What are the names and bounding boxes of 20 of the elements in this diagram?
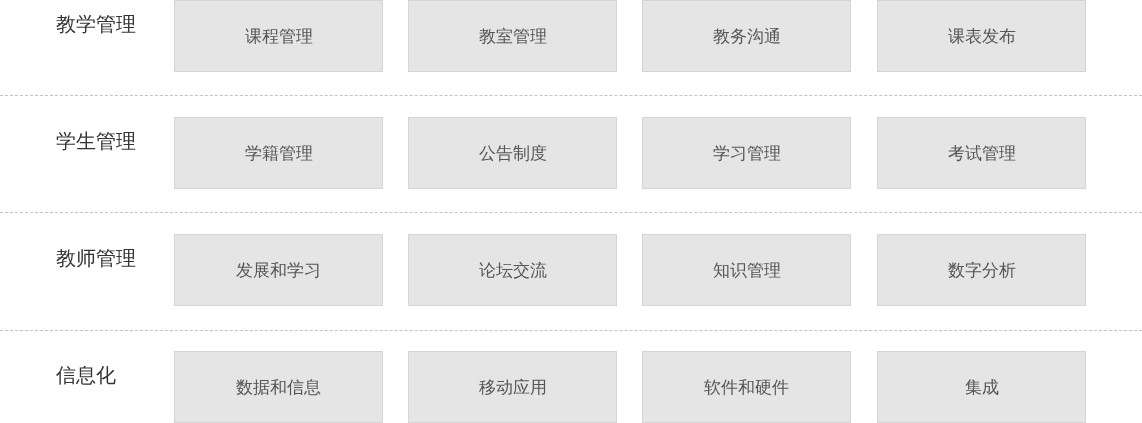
module-box: 论坛交流 bbox=[408, 234, 617, 306]
module-box: 发展和学习 bbox=[174, 234, 383, 306]
module-box: 公告制度 bbox=[408, 117, 617, 189]
module-box: 数字分析 bbox=[877, 234, 1086, 306]
row-heading: 信息化 bbox=[56, 363, 116, 387]
row-heading: 教学管理 bbox=[56, 12, 136, 36]
module-box: 软件和硬件 bbox=[642, 351, 851, 423]
module-box: 课程管理 bbox=[174, 0, 383, 72]
module-box: 考试管理 bbox=[877, 117, 1086, 189]
module-box: 学习管理 bbox=[642, 117, 851, 189]
module-box: 学籍管理 bbox=[174, 117, 383, 189]
module-box: 集成 bbox=[877, 351, 1086, 423]
module-box: 教室管理 bbox=[408, 0, 617, 72]
module-box: 课表发布 bbox=[877, 0, 1086, 72]
module-box: 教务沟通 bbox=[642, 0, 851, 72]
module-box: 知识管理 bbox=[642, 234, 851, 306]
row-heading: 学生管理 bbox=[56, 129, 136, 153]
module-box: 移动应用 bbox=[408, 351, 617, 423]
module-box: 数据和信息 bbox=[174, 351, 383, 423]
row-heading: 教师管理 bbox=[56, 246, 136, 270]
